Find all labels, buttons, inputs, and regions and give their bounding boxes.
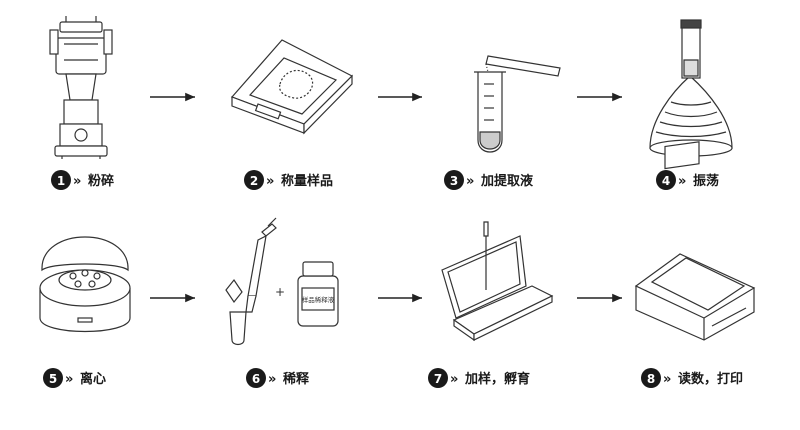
svg-text:8: 8 [647,372,655,386]
svg-text:读数，打印: 读数，打印 [678,371,743,387]
pipette-icon: + 样品稀释液 [225,217,339,346]
step-label-8: 8 » 读数，打印 [641,368,743,388]
svg-text:6: 6 [252,372,260,386]
svg-text:»: » [268,372,276,387]
svg-text:3: 3 [450,174,458,188]
step-label-5: 5 » 离心 [43,368,106,388]
svg-text:»: » [73,174,81,189]
svg-text:»: » [663,372,671,387]
svg-text:加提取液: 加提取液 [480,173,533,189]
scale-icon [230,39,354,135]
svg-text:»: » [65,372,73,387]
step-labels: 1 » 粉碎 2 » 称量样品 3 » 加提取液 4 » 振荡 5 » 离心 [43,170,743,388]
step-label-1: 1 » 粉碎 [51,170,114,190]
svg-text:»: » [678,174,686,189]
bottle-label: 样品稀释液 [302,295,335,304]
vortex-mixer-icon [649,19,733,157]
svg-text:加样，孵育: 加样，孵育 [464,371,530,387]
test-tube-icon [474,55,561,153]
step-label-2: 2 » 称量样品 [244,170,333,190]
svg-text:7: 7 [434,372,442,386]
svg-text:粉碎: 粉碎 [88,173,114,189]
incubator-icon [441,221,554,342]
svg-text:»: » [450,372,458,387]
step-label-6: 6 » 稀释 [246,368,310,388]
reader-icon [634,141,756,341]
svg-text:1: 1 [57,174,65,188]
step-label-7: 7 » 加样，孵育 [428,368,530,388]
svg-text:振荡: 振荡 [693,173,719,189]
step-label-3: 3 » 加提取液 [444,170,533,190]
centrifuge-icon [39,236,131,333]
grinder-icon [49,16,113,159]
plus-sign: + [275,285,285,299]
svg-text:5: 5 [49,372,57,386]
svg-text:稀释: 稀释 [283,371,310,387]
svg-text:称量样品: 称量样品 [281,173,333,189]
step-label-4: 4 » 振荡 [656,170,719,190]
svg-text:4: 4 [662,174,670,188]
svg-text:»: » [466,174,474,189]
svg-text:离心: 离心 [80,371,106,387]
svg-text:»: » [266,174,274,189]
svg-text:2: 2 [250,174,258,188]
